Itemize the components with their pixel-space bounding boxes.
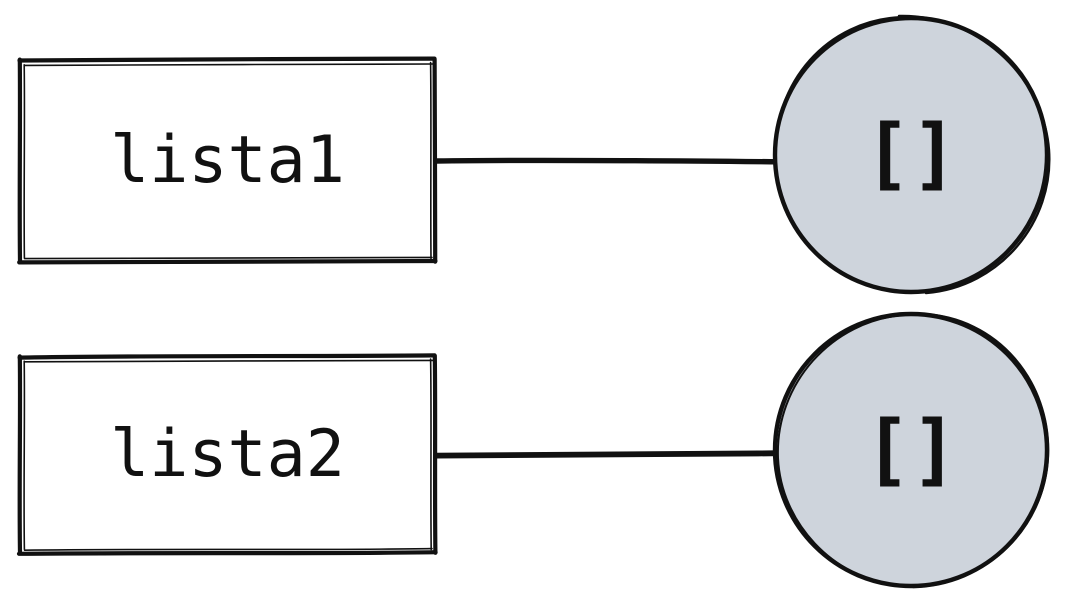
box-2-edge-bottom-b: [23, 547, 433, 551]
box-2-edge-right-a: [432, 353, 438, 555]
variable-box-lista2[interactable]: [16, 353, 438, 556]
connector-lista2-to-value[interactable]: [433, 450, 782, 459]
variable-label-lista1: lista1: [110, 122, 345, 198]
box-1-edge-bottom-a: [17, 258, 438, 265]
value-circle-empty-list-1[interactable]: [772, 14, 1051, 295]
connector-2-line: [433, 450, 782, 459]
box-2-edge-right-b: [429, 358, 432, 551]
connector-lista1-to-value[interactable]: [433, 157, 782, 165]
value-circle-empty-list-2[interactable]: [772, 311, 1050, 589]
box-1-edge-top-a: [17, 56, 437, 63]
variable-box-fill-2: [20, 356, 435, 553]
value-label-empty-list-1: []: [864, 109, 958, 199]
box-2-edge-top-b: [24, 359, 434, 363]
value-circle-stroke-1b: [897, 14, 1051, 295]
box-1-edge-bottom-b: [23, 256, 433, 260]
value-circle-stroke-2c: [776, 314, 906, 587]
value-circle-stroke-2a: [772, 311, 1050, 589]
box-2-edge-top-a: [17, 353, 437, 360]
variable-label-lista2: lista2: [110, 416, 345, 492]
value-circle-stroke-1c: [774, 16, 902, 159]
value-circle-fill-1: [775, 18, 1047, 292]
variable-box-fill-1: [20, 59, 435, 262]
value-circle-fill-2: [775, 314, 1047, 586]
value-circle-stroke-2b: [911, 312, 1050, 589]
connector-1-line: [433, 157, 782, 165]
box-1-edge-top-b: [24, 63, 434, 67]
variable-box-lista1[interactable]: [17, 56, 438, 265]
box-2-edge-bottom-a: [16, 550, 438, 556]
value-label-empty-list-2: []: [864, 404, 958, 495]
